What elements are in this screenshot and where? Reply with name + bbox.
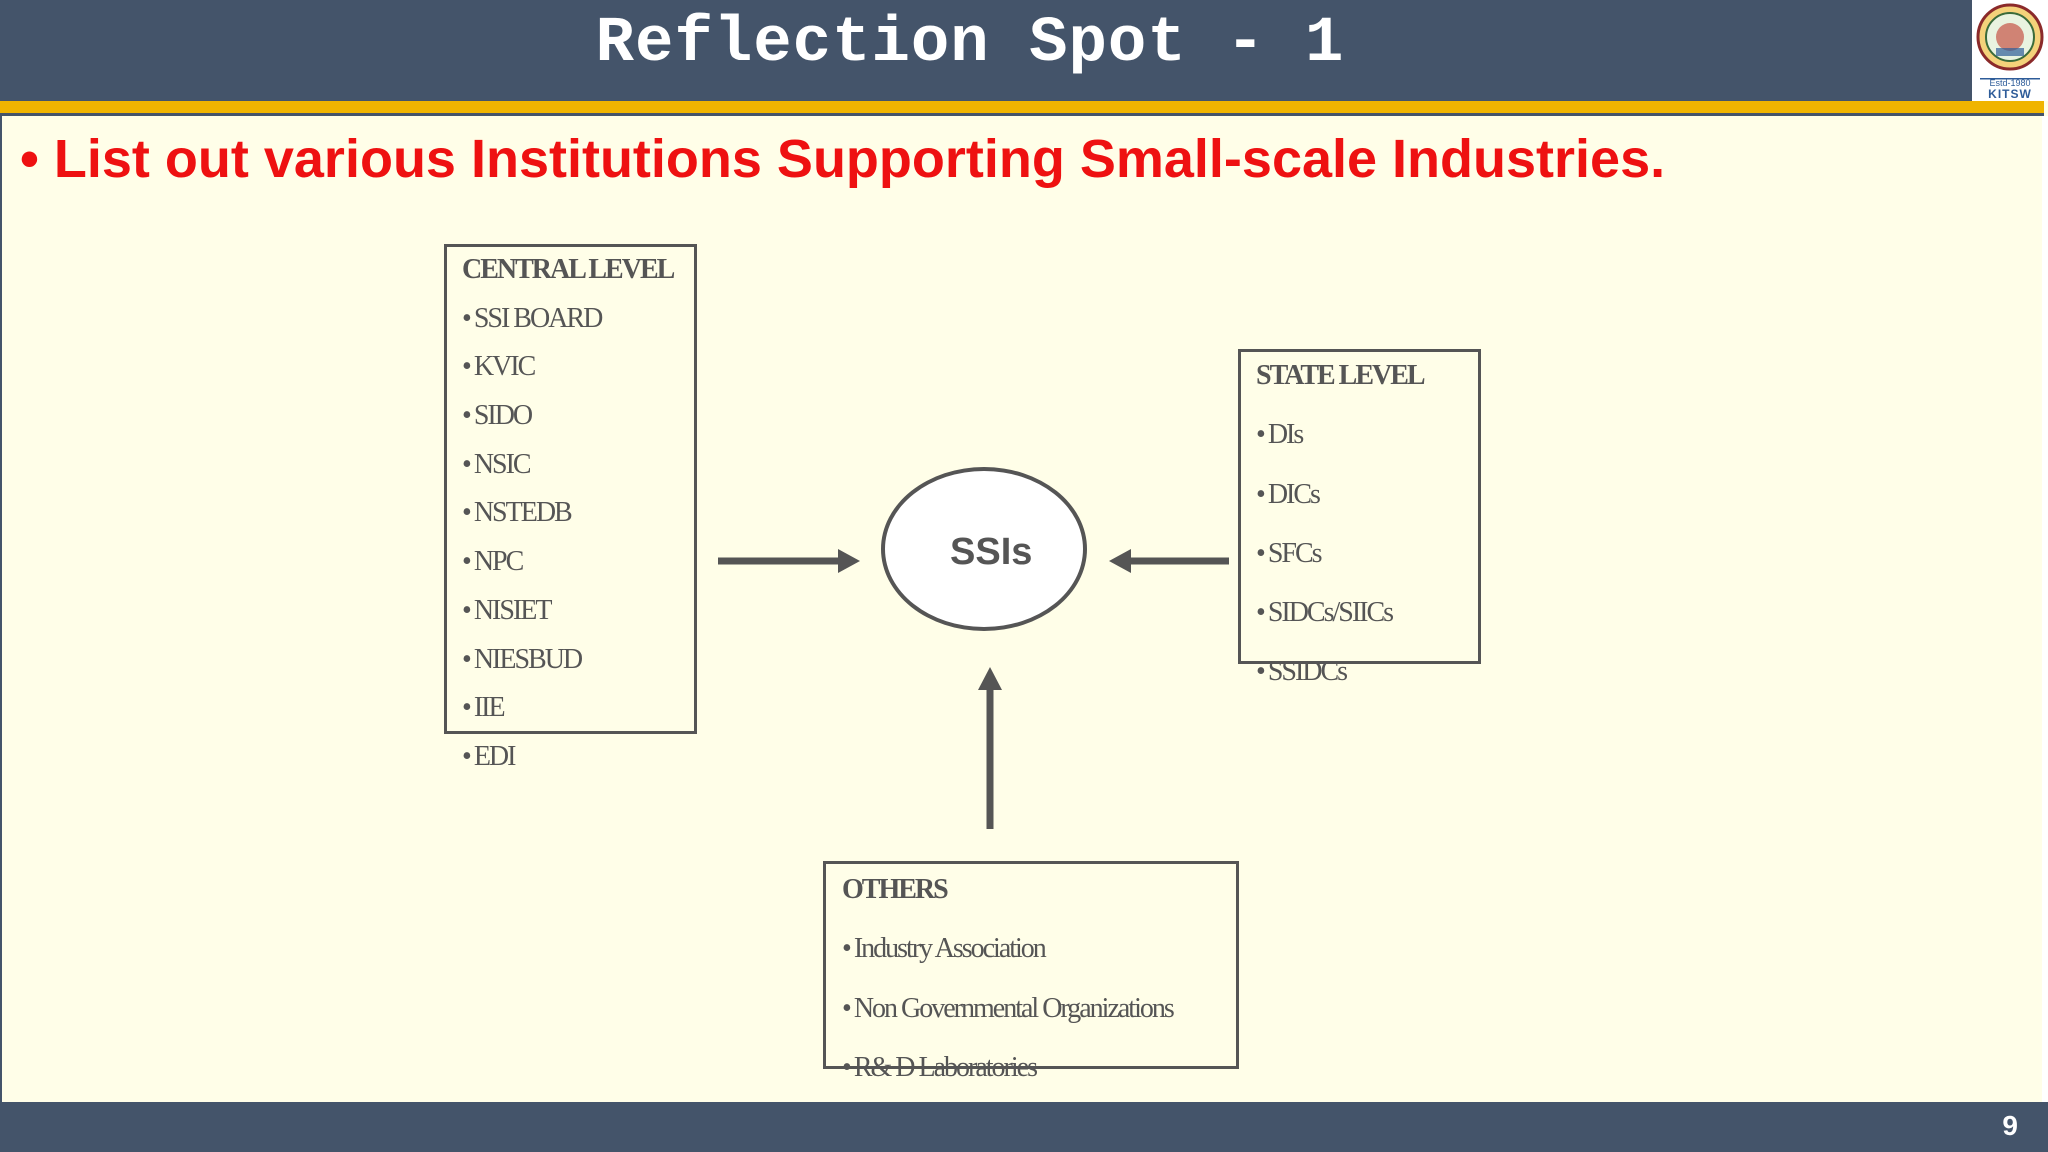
central-level-item: •NIESBUD — [462, 643, 583, 675]
footer-bar — [0, 1102, 2048, 1152]
slide-right-margin — [2042, 116, 2048, 1102]
others-item: •Non Governmental Organizations — [842, 992, 1175, 1024]
central-level-item: •EDI — [462, 740, 516, 772]
state-level-item: •SSIDCs — [1256, 656, 1348, 688]
header-bar — [0, 0, 2048, 101]
page-number: 9 — [2002, 1110, 2018, 1141]
central-level-item: •KVIC — [462, 351, 536, 383]
central-level-item: •NSIC — [462, 448, 532, 480]
college-seal-icon: Estd-1980 KITSW — [1976, 3, 2044, 101]
state-level-item: •SIDCs/SIICs — [1256, 597, 1394, 629]
central-level-item: •SSI BOARD — [462, 302, 603, 334]
ssi-center-label: SSIs — [950, 531, 1033, 573]
college-logo: Estd-1980 KITSW — [1972, 0, 2048, 101]
others-list: OTHERS •Industry Association •Non Govern… — [842, 860, 1175, 1097]
state-level-heading: STATE LEVEL — [1256, 360, 1426, 391]
state-level-list: STATE LEVEL •DIs •DICs •SFCs •SIDCs/SIIC… — [1256, 346, 1426, 702]
central-level-heading: CENTRAL LEVEL — [462, 254, 675, 285]
slide-left-border — [0, 116, 2, 1102]
central-level-item: •NSTEDB — [462, 497, 573, 529]
state-level-item: •DICs — [1256, 478, 1321, 510]
state-level-item: •SFCs — [1256, 537, 1323, 569]
central-level-item: •NPC — [462, 546, 524, 578]
header-underline — [0, 113, 2044, 116]
ssi-center-node — [881, 467, 1087, 631]
others-item: •Industry Association — [842, 933, 1047, 965]
logo-estd-text: Estd-1980 — [1989, 78, 2030, 88]
state-level-item: •DIs — [1256, 419, 1304, 451]
central-level-list: CENTRAL LEVEL •SSI BOARD •KVIC •SIDO •NS… — [462, 246, 675, 782]
arrow-others-to-ssi — [978, 667, 1002, 829]
central-level-item: •IIE — [462, 692, 506, 724]
state-level-box — [1238, 349, 1481, 664]
question-text: • List out various Institutions Supporti… — [20, 129, 1666, 189]
arrow-state-to-ssi — [1109, 549, 1229, 573]
slide-title: Reflection Spot - 1 — [595, 8, 1345, 80]
others-heading: OTHERS — [842, 874, 949, 905]
central-level-item: •SIDO — [462, 400, 533, 432]
others-item: •R& D Laboratories — [842, 1051, 1038, 1083]
central-level-item: •NISIET — [462, 594, 552, 626]
logo-abbr-text: KITSW — [1988, 87, 2032, 101]
header-divider — [0, 101, 2044, 113]
central-level-box — [444, 244, 697, 734]
others-box — [823, 861, 1239, 1069]
arrow-central-to-ssi — [718, 549, 860, 573]
